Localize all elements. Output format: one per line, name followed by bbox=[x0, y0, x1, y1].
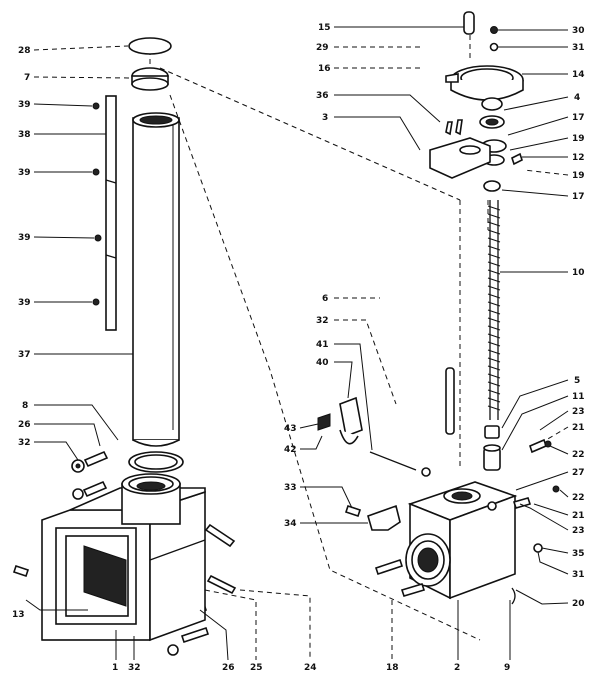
callout-9: 9 bbox=[504, 663, 510, 673]
rack-screws bbox=[92, 102, 102, 306]
callout-8: 8 bbox=[22, 401, 28, 411]
leader-lines bbox=[25, 26, 569, 661]
callout-34: 34 bbox=[284, 519, 297, 529]
callout-18: 18 bbox=[386, 663, 399, 673]
top-bracket bbox=[429, 119, 523, 179]
callout-38: 38 bbox=[18, 130, 31, 140]
callout-21-top: 21 bbox=[572, 423, 585, 433]
callout-7: 7 bbox=[24, 73, 30, 83]
hand-wheel bbox=[445, 11, 524, 101]
base-casting bbox=[41, 473, 206, 642]
rack-strip bbox=[105, 95, 117, 331]
column-cap bbox=[128, 37, 172, 91]
callout-42: 42 bbox=[284, 445, 297, 455]
callout-39-fourth: 39 bbox=[18, 298, 31, 308]
callout-25: 25 bbox=[250, 663, 263, 673]
callout-24: 24 bbox=[304, 663, 317, 673]
callout-2: 2 bbox=[454, 663, 460, 673]
callout-labels: 28 7 39 38 39 39 39 37 8 26 32 13 1 32 2… bbox=[12, 23, 585, 673]
callout-6: 6 bbox=[322, 294, 328, 304]
feed-lever bbox=[317, 367, 560, 605]
collar-ring bbox=[128, 451, 184, 473]
callout-16: 16 bbox=[318, 64, 331, 74]
callout-27: 27 bbox=[572, 468, 585, 478]
callout-14: 14 bbox=[572, 70, 585, 80]
callout-32-bottom: 32 bbox=[128, 663, 141, 673]
callout-28: 28 bbox=[18, 46, 31, 56]
callout-30: 30 bbox=[572, 26, 585, 36]
callout-11: 11 bbox=[572, 392, 585, 402]
callout-29: 29 bbox=[316, 43, 329, 53]
head-block bbox=[405, 481, 518, 600]
callout-20: 20 bbox=[572, 599, 585, 609]
callout-26-top: 26 bbox=[18, 420, 31, 430]
callout-23-top: 23 bbox=[572, 407, 585, 417]
callout-26-bottom: 26 bbox=[222, 663, 235, 673]
column-tube bbox=[132, 112, 180, 447]
callout-22-top: 22 bbox=[572, 450, 585, 460]
callout-1: 1 bbox=[112, 663, 118, 673]
callout-31-bottom: 31 bbox=[572, 570, 585, 580]
lead-screw bbox=[487, 200, 501, 420]
callout-35: 35 bbox=[572, 549, 585, 559]
assembly-guide-lines bbox=[149, 26, 489, 641]
feed-nuts bbox=[483, 425, 501, 471]
callout-21-bottom: 21 bbox=[572, 511, 585, 521]
callout-32-mid: 32 bbox=[316, 316, 329, 326]
callout-39-first: 39 bbox=[18, 100, 31, 110]
callout-19-top: 19 bbox=[572, 134, 585, 144]
callout-31-top: 31 bbox=[572, 43, 585, 53]
callout-10: 10 bbox=[572, 268, 585, 278]
callout-43: 43 bbox=[284, 424, 297, 434]
callout-17-bottom: 17 bbox=[572, 192, 585, 202]
callout-40: 40 bbox=[316, 358, 329, 368]
callout-37: 37 bbox=[18, 350, 31, 360]
callout-36: 36 bbox=[316, 91, 329, 101]
callout-39-second: 39 bbox=[18, 168, 31, 178]
callout-12: 12 bbox=[572, 153, 585, 163]
callout-17-top: 17 bbox=[572, 113, 585, 123]
callout-23-bottom: 23 bbox=[572, 526, 585, 536]
callout-15: 15 bbox=[318, 23, 331, 33]
callout-22-bottom: 22 bbox=[572, 493, 585, 503]
callout-19-bottom: 19 bbox=[572, 171, 585, 181]
callout-41: 41 bbox=[316, 340, 329, 350]
callout-33: 33 bbox=[284, 483, 297, 493]
callout-5: 5 bbox=[574, 376, 580, 386]
callout-39-third: 39 bbox=[18, 233, 31, 243]
callout-4: 4 bbox=[574, 93, 580, 103]
callout-13: 13 bbox=[12, 610, 25, 620]
callout-32-left: 32 bbox=[18, 438, 31, 448]
callout-3: 3 bbox=[322, 113, 328, 123]
